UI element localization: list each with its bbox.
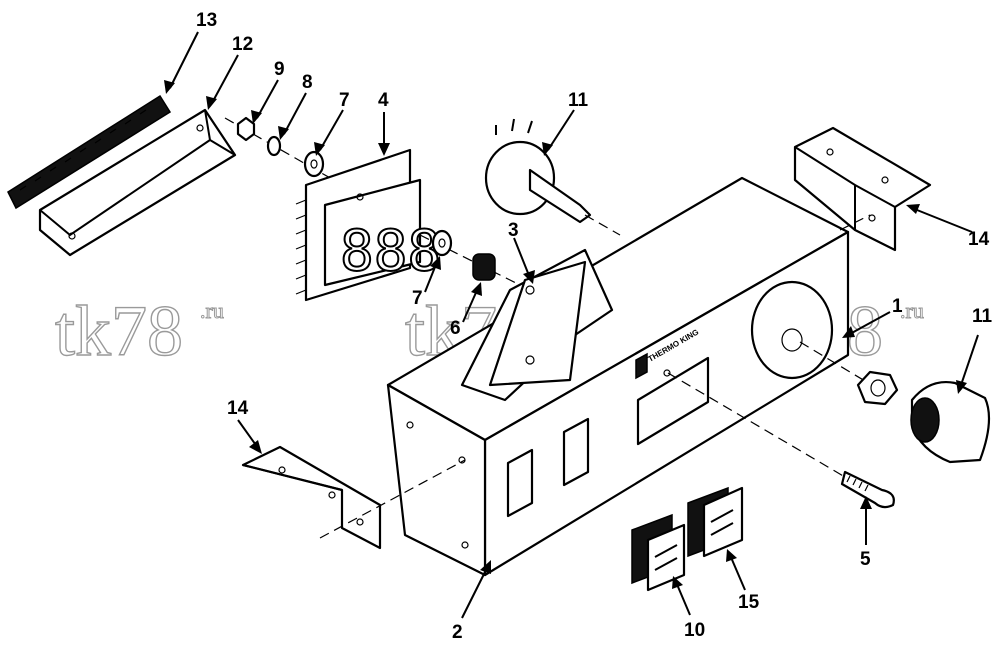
callout-12: 12 bbox=[232, 34, 253, 55]
callout-11-right: 11 bbox=[972, 306, 993, 327]
watermark-left-suffix: .ru bbox=[200, 298, 224, 323]
main-enclosure: THERMO KING bbox=[386, 176, 850, 577]
callout-13: 13 bbox=[196, 10, 217, 31]
callout-14-right: 14 bbox=[968, 229, 990, 250]
callout-14-left: 14 bbox=[227, 398, 249, 419]
part-7-washer-lower bbox=[431, 229, 453, 257]
display-digits: 888 bbox=[340, 219, 441, 284]
leader-lines bbox=[164, 31, 979, 619]
part-11-knob bbox=[799, 341, 991, 464]
callout-8: 8 bbox=[302, 72, 313, 93]
callout-1: 1 bbox=[892, 296, 903, 317]
watermark-left: tk78 bbox=[55, 291, 183, 371]
part-5-screw bbox=[667, 372, 895, 509]
callout-labels: 13 12 9 8 7 4 11 3 7 6 1 14 11 14 5 2 10… bbox=[196, 10, 993, 643]
part-14-bracket-left bbox=[241, 445, 466, 550]
part-3-meter-bezel bbox=[460, 248, 614, 402]
part-15-switch bbox=[687, 486, 744, 558]
part-7-washer-top bbox=[303, 150, 325, 178]
hardware-stack-mid bbox=[419, 229, 531, 291]
callout-5: 5 bbox=[860, 549, 871, 570]
callout-7-lower: 7 bbox=[412, 288, 423, 309]
part-8-lockwasher bbox=[266, 135, 282, 157]
callout-4: 4 bbox=[378, 90, 389, 111]
callout-10: 10 bbox=[684, 620, 705, 641]
callout-7-top: 7 bbox=[339, 90, 350, 111]
part-13-terminal-strip bbox=[7, 94, 172, 210]
callout-9: 9 bbox=[274, 59, 285, 80]
part-11-potentiometer bbox=[484, 118, 621, 236]
part-4-led-display: 888 bbox=[295, 148, 442, 302]
part-9-nut bbox=[236, 116, 256, 142]
callout-15: 15 bbox=[738, 592, 760, 613]
part-10-switch bbox=[631, 513, 686, 592]
callout-11-top: 11 bbox=[568, 90, 589, 111]
callout-2: 2 bbox=[452, 622, 463, 643]
part-14-bracket-right bbox=[793, 126, 932, 252]
callout-6: 6 bbox=[450, 318, 461, 339]
callout-3: 3 bbox=[508, 220, 519, 241]
part-12-angle-bracket bbox=[38, 108, 237, 257]
watermark-right-suffix: .ru bbox=[900, 298, 924, 323]
part-6-spacer bbox=[472, 253, 496, 281]
